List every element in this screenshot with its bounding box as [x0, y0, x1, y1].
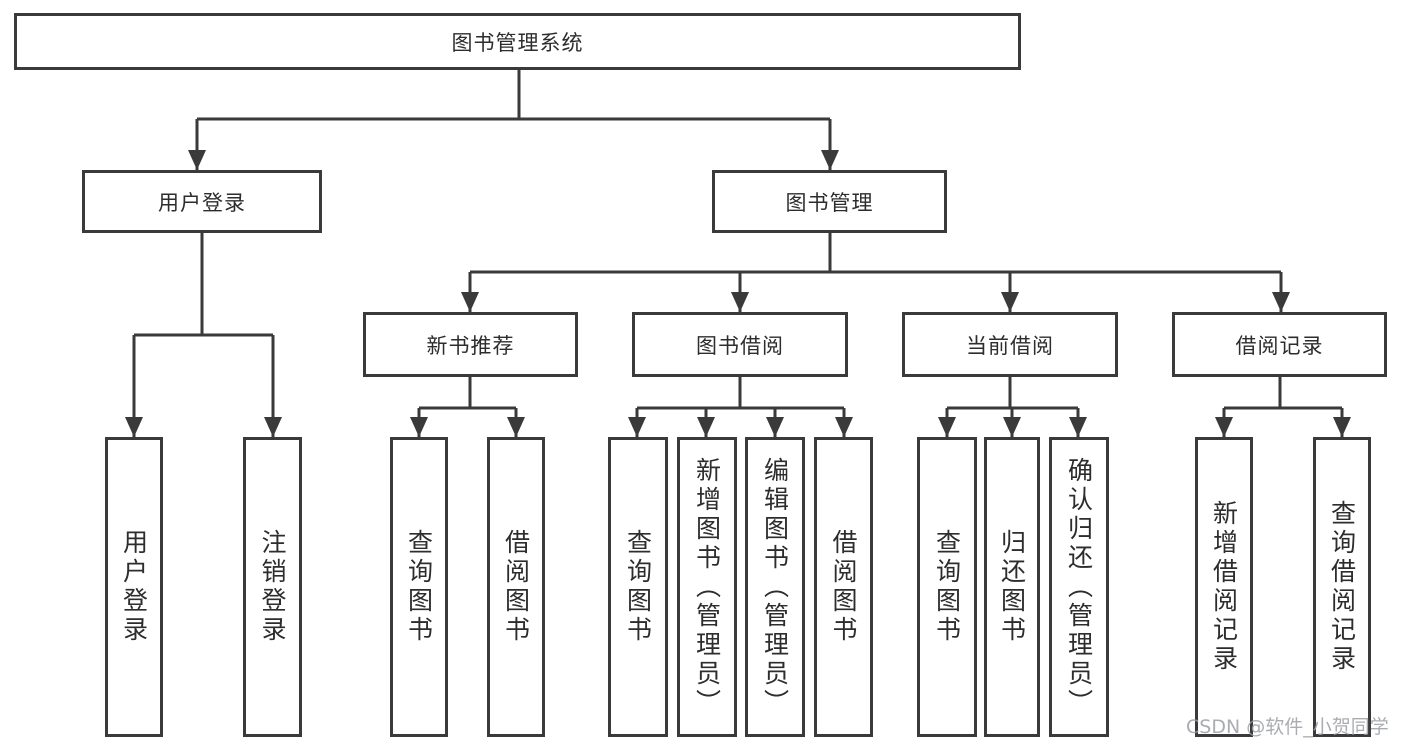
leaf-add-borrow-record: 新增借阅记录 [1195, 437, 1253, 737]
leaf-user-login: 用户登录 [105, 437, 163, 737]
leaf-query-books-current: 查询图书 [917, 437, 977, 737]
leaf-add-books-admin: 新增图书（管理员） [677, 437, 737, 737]
leaf-edit-books-admin-label: 编辑图书（管理员） [760, 456, 790, 718]
leaf-add-borrow-record-label: 新增借阅记录 [1209, 500, 1239, 674]
node-library-system: 图书管理系统 [14, 13, 1021, 70]
node-book-management: 图书管理 [712, 170, 947, 233]
node-borrowing-records: 借阅记录 [1172, 312, 1387, 377]
node-book-borrowing: 图书借阅 [632, 312, 848, 377]
leaf-confirm-return-admin: 确认归还（管理员） [1049, 437, 1109, 737]
leaf-borrow-books-recommend-label: 借阅图书 [501, 529, 531, 645]
leaf-query-borrow-record-label: 查询借阅记录 [1327, 500, 1357, 674]
leaf-logout-label: 注销登录 [258, 529, 287, 645]
node-new-book-recommend: 新书推荐 [363, 312, 578, 377]
leaf-query-books-borrowing-label: 查询图书 [623, 529, 653, 645]
leaf-user-login-label: 用户登录 [119, 529, 149, 645]
leaf-borrow-books-borrowing-label: 借阅图书 [829, 529, 858, 645]
leaf-borrow-books-recommend: 借阅图书 [487, 437, 545, 737]
leaf-query-borrow-record: 查询借阅记录 [1313, 437, 1371, 737]
leaf-logout: 注销登录 [243, 437, 302, 737]
leaf-query-books-recommend-label: 查询图书 [404, 529, 434, 645]
leaf-return-books-label: 归还图书 [997, 529, 1027, 645]
leaf-query-books-recommend: 查询图书 [390, 437, 448, 737]
leaf-return-books: 归还图书 [984, 437, 1040, 737]
leaf-query-books-current-label: 查询图书 [932, 529, 962, 645]
leaf-edit-books-admin: 编辑图书（管理员） [745, 437, 805, 737]
leaf-add-books-admin-label: 新增图书（管理员） [692, 456, 722, 718]
node-user-login: 用户登录 [82, 170, 322, 233]
leaf-query-books-borrowing: 查询图书 [608, 437, 668, 737]
node-current-borrowing: 当前借阅 [902, 312, 1118, 377]
leaf-confirm-return-admin-label: 确认归还（管理员） [1064, 456, 1094, 718]
leaf-borrow-books-borrowing: 借阅图书 [814, 437, 873, 737]
csdn-watermark: CSDN @软件_小贺同学 [1186, 716, 1389, 738]
